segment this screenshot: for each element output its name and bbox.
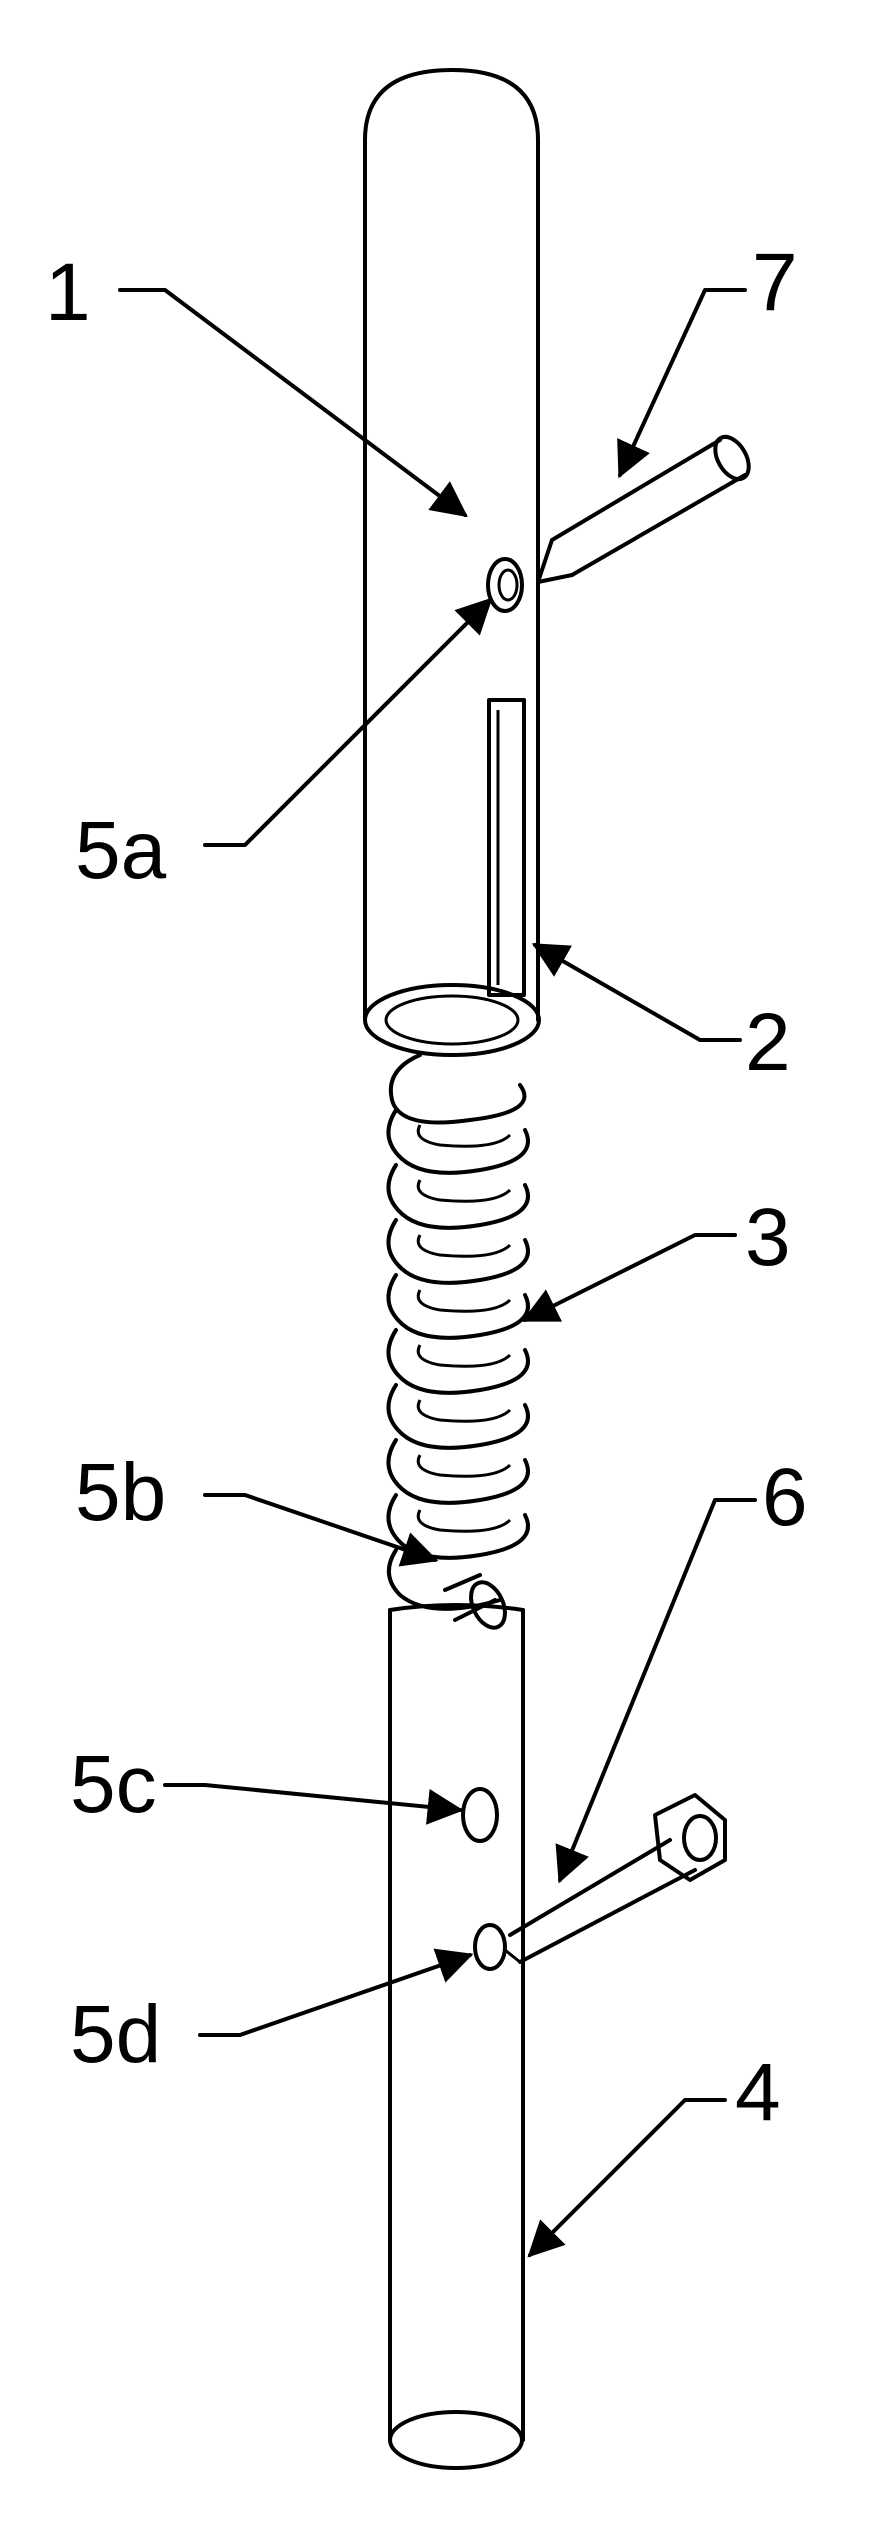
hole-5c xyxy=(461,1787,499,1843)
label-5c: 5c xyxy=(70,1739,157,1830)
label-3: 3 xyxy=(745,1192,791,1283)
label-6: 6 xyxy=(762,1452,808,1543)
hole-5d xyxy=(473,1923,507,1971)
label-5d: 5d xyxy=(70,1989,161,2080)
hole-5b xyxy=(443,1573,507,1630)
bolt-6 xyxy=(504,1793,727,1964)
spring-3 xyxy=(386,1053,530,1611)
hole-5a xyxy=(486,557,524,613)
pin-7 xyxy=(536,434,751,584)
label-2: 2 xyxy=(745,997,791,1088)
label-7: 7 xyxy=(752,237,798,328)
label-5a: 5a xyxy=(75,805,167,896)
upper-tube xyxy=(363,68,541,1057)
label-4: 4 xyxy=(735,2047,781,2138)
label-1: 1 xyxy=(45,247,91,338)
label-5b: 5b xyxy=(75,1447,166,1538)
lower-tube xyxy=(388,1603,525,2470)
slot-2 xyxy=(487,698,526,997)
leader-lines xyxy=(118,288,757,2258)
